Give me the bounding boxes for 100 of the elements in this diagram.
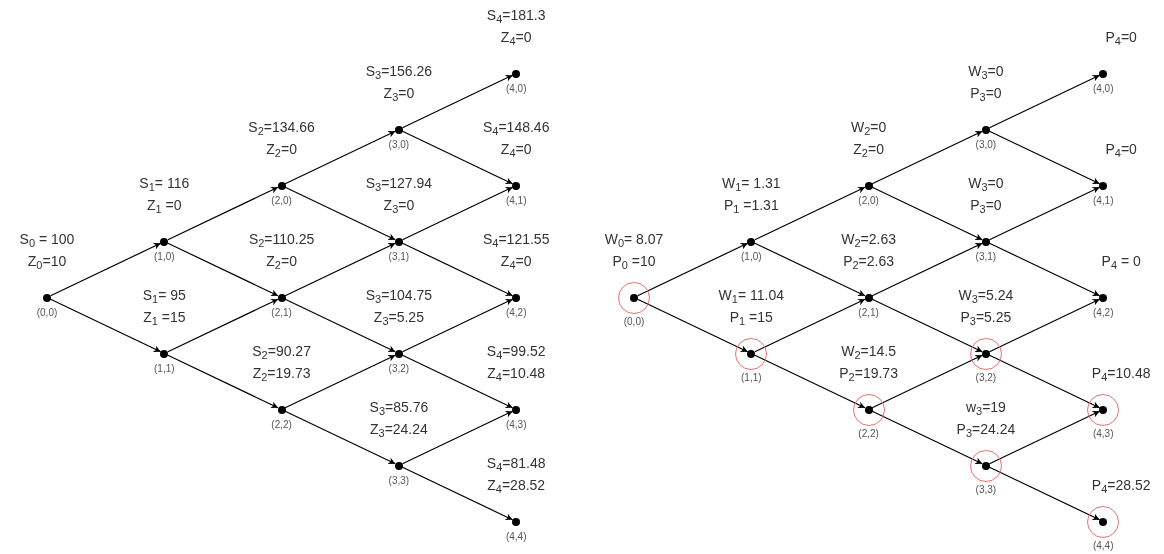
value-label: Z$_{4}$=0 [500,27,532,46]
arrow [167,242,279,297]
arrow [167,354,279,409]
value-label: P$_{1}$ =1.31 [723,195,779,214]
value-label: S$_{3}$=156.26 [365,61,433,80]
value-label: W$_{2}$=2.63 [841,229,896,248]
coordinate-label: (4,0) [1092,82,1114,94]
value-label: Z$_{4}$=0 [500,251,532,270]
value-label: P$_{4}$=28.52 [1091,475,1151,494]
arrow [401,354,514,409]
value-label: W$_{3}$=0 [968,61,1004,80]
arrow [50,242,162,297]
value-label: W$_{2}$=14.5 [841,341,896,360]
value-label: Z$_{0}$=10 [27,251,67,270]
value-label: P$_{4}$ = 0 [1101,251,1141,270]
arrow [871,354,983,409]
arrow [988,466,1101,521]
arrow [401,466,514,521]
coordinate-label: (2,0) [271,194,292,206]
coordinate-label: (4,2) [505,306,527,318]
coordinate-label: (1,1) [154,362,175,374]
value-label: Z$_{1}$ =0 [147,195,182,214]
value-label: S$_{4}$=81.48 [486,453,546,472]
value-label: P$_{3}$=5.25 [960,307,1012,326]
arrow [50,298,162,353]
coordinate-label: (3,2) [975,371,997,383]
arrow [637,298,749,353]
value-label: Z$_{3}$=0 [383,83,415,102]
arrow [167,186,279,241]
value-label: P$_{3}$=0 [970,195,1002,214]
arrow [871,410,983,465]
coordinate-label: (2,0) [858,194,879,206]
value-label: Z$_{4}$=10.48 [487,363,546,382]
arrow [988,354,1101,409]
coordinate-label: (4,2) [1092,306,1114,318]
coordinate-label: (4,4) [1092,539,1114,551]
arrow [988,186,1101,241]
value-label: Z$_{3}$=0 [383,195,415,214]
coordinate-label: (4,3) [1092,427,1114,439]
value-label: Z$_{2}$=0 [853,139,884,158]
arrow [754,242,866,297]
coordinate-label: (3,0) [388,138,410,150]
coordinate-label: (2,2) [858,427,879,439]
coordinate-label: (0,0) [623,315,645,327]
arrow [401,74,514,129]
value-label: W$_{1}$= 11.04 [718,285,784,304]
value-label: Z$_{3}$=24.24 [369,419,428,438]
coordinate-label: (4,3) [505,418,527,430]
value-label: S$_{1}$= 116 [139,173,190,192]
arrow [284,186,396,241]
arrow [871,186,983,241]
value-label: S$_{2}$=90.27 [252,341,311,360]
value-label: Z$_{1}$ =15 [143,307,186,326]
coordinate-label: (1,0) [741,250,762,262]
value-label: P$_{1}$ =15 [729,307,773,326]
arrow [754,298,866,353]
value-label: P$_{3}$=0 [970,83,1002,102]
arrow [871,130,983,185]
arrow [401,186,514,241]
value-label: P$_{2}$=19.73 [839,363,898,382]
coordinate-label: (2,1) [858,306,879,318]
value-label: S$_{4}$=121.55 [482,229,550,248]
coordinate-label: (3,1) [975,250,997,262]
coordinate-label: (3,3) [975,483,997,495]
value-label: Z$_{4}$=0 [500,139,532,158]
value-label: P$_{4}$=0 [1105,139,1137,158]
value-label: S$_{3}$=85.76 [369,397,429,416]
value-label: S$_{4}$=99.52 [486,341,546,360]
coordinate-label: (1,0) [154,250,175,262]
arrow [284,354,396,409]
value-label: P$_{2}$=2.63 [843,251,895,270]
arrow [871,298,983,353]
arrow [871,242,983,297]
coordinate-label: (0,0) [36,306,58,318]
arrow [988,74,1101,129]
value-label: Z$_{3}$=5.25 [373,307,424,326]
coordinate-label: (3,3) [388,474,410,486]
coordinate-label: (4,1) [1092,194,1114,206]
value-label: P$_{4}$=10.48 [1091,363,1151,382]
value-label: W$_{2}$=0 [850,117,887,136]
value-label: W$_{0}$= 8.07 [604,229,664,248]
value-label: Z$_{2}$=19.73 [252,363,311,382]
value-label: P$_{4}$=0 [1105,27,1137,46]
value-label: S$_{4}$=181.3 [486,5,546,24]
arrow [401,410,514,465]
value-label: w$_{3}$=19 [965,397,1006,416]
arrow [167,298,279,353]
value-label: S$_{1}$= 95 [142,285,186,304]
arrow [754,186,866,241]
arrow [284,130,396,185]
arrow [284,410,396,465]
value-label: S$_{0}$ = 100 [19,229,75,248]
coordinate-label: (4,4) [505,530,527,542]
arrow [988,242,1101,297]
coordinate-label: (3,1) [388,250,410,262]
coordinate-label: (3,2) [388,362,410,374]
arrow [988,130,1101,185]
coordinate-label: (1,1) [741,371,762,383]
arrow [988,410,1101,465]
coordinate-label: (2,1) [271,306,292,318]
